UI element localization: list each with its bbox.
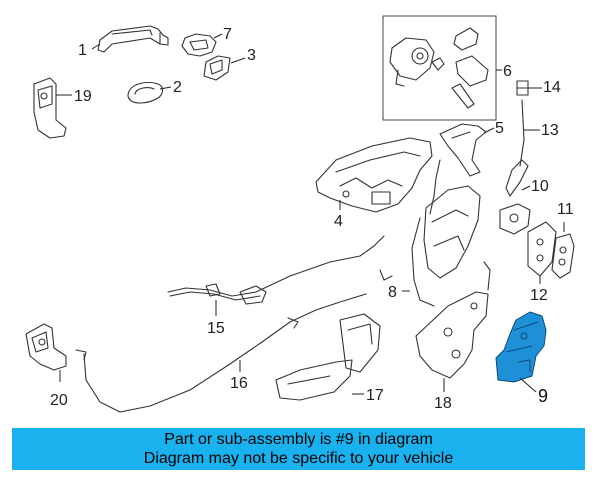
parts-diagram: 1 7 3 2 19 6 <box>25 15 575 413</box>
part-14-clip: 14 <box>516 79 561 96</box>
part-6-lock-inset: 6 <box>382 15 512 121</box>
callout-18: 18 <box>434 395 452 412</box>
info-banner: Part or sub-assembly is #9 in diagram Di… <box>12 428 585 470</box>
part-4-carrier: 4 <box>315 137 433 230</box>
part-13-rod: 13 <box>505 99 559 197</box>
part-17-bezel: 17 <box>275 313 384 404</box>
callout-5: 5 <box>495 120 504 137</box>
banner-line-1: Part or sub-assembly is #9 in diagram <box>164 431 433 448</box>
part-9-highlighted: 9 <box>495 311 548 406</box>
part-10-striker: 10 <box>499 178 549 235</box>
callout-14: 14 <box>543 79 561 96</box>
part-16-cable: 16 <box>75 293 367 413</box>
part-12-plate: 12 <box>527 221 557 304</box>
callout-20: 20 <box>50 392 68 409</box>
callout-4: 4 <box>334 213 343 230</box>
part-8-latch-module: 8 <box>388 159 481 307</box>
part-1-outside-handle: 1 <box>78 25 169 59</box>
callout-8: 8 <box>388 284 397 301</box>
callout-2: 2 <box>173 79 182 96</box>
callout-19: 19 <box>74 88 92 105</box>
callout-16: 16 <box>230 375 248 392</box>
part-15-cable: 15 <box>167 235 393 337</box>
part-3-pad: 3 <box>203 47 256 81</box>
part-7-bracket: 7 <box>181 26 232 57</box>
callout-6: 6 <box>503 63 512 80</box>
callout-1: 1 <box>78 42 87 59</box>
callout-7: 7 <box>223 26 232 43</box>
part-5-hinge: 5 <box>439 120 504 177</box>
banner-line-2: Diagram may not be specific to your vehi… <box>143 450 454 467</box>
callout-9: 9 <box>538 386 548 406</box>
part-19-latch: 19 <box>33 77 92 139</box>
callout-3: 3 <box>247 47 256 64</box>
part-20-latch: 20 <box>25 323 68 409</box>
callout-11: 11 <box>557 201 574 218</box>
part-11-shim: 11 <box>551 201 575 279</box>
part-2-bezel: 2 <box>127 79 182 104</box>
callout-12: 12 <box>530 287 548 304</box>
callout-13: 13 <box>541 122 559 139</box>
callout-17: 17 <box>366 387 384 404</box>
part-18-bracket: 18 <box>415 261 491 412</box>
callout-15: 15 <box>207 320 225 337</box>
callout-10: 10 <box>531 178 549 195</box>
